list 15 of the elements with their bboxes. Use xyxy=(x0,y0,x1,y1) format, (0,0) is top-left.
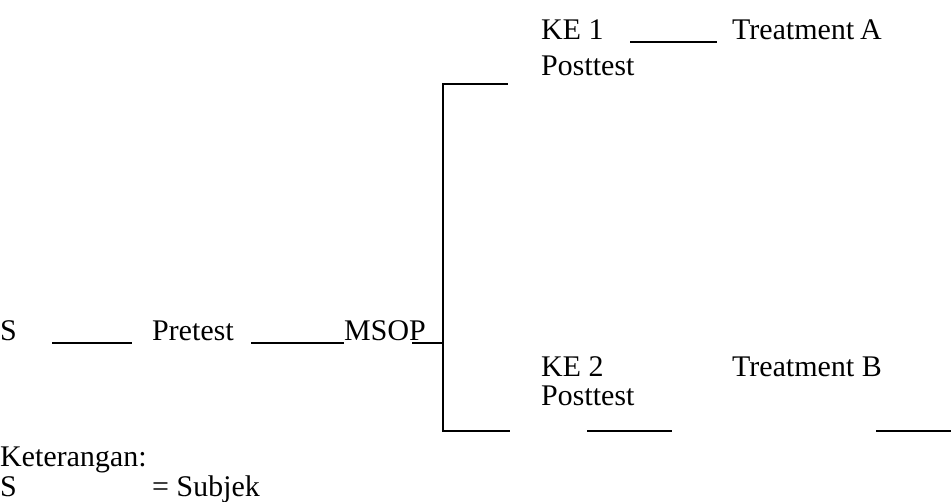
note-text: Posttest xyxy=(541,51,634,81)
step-text: MSOP xyxy=(344,316,426,346)
step-text: Treatment A xyxy=(732,15,882,45)
note-text: Posttest xyxy=(541,381,634,411)
step-text: Treatment B xyxy=(732,352,882,382)
note-text: Keterangan: xyxy=(0,442,147,472)
note-text: S xyxy=(0,472,17,502)
step-text: S xyxy=(0,316,17,346)
step-text: Pretest xyxy=(152,316,234,346)
connector-line xyxy=(630,41,717,43)
step-text: KE 1 xyxy=(541,15,604,45)
connector-line xyxy=(412,342,510,432)
connector-line xyxy=(52,342,132,344)
connector-line xyxy=(251,342,344,344)
step-text: KE 2 xyxy=(541,352,604,382)
